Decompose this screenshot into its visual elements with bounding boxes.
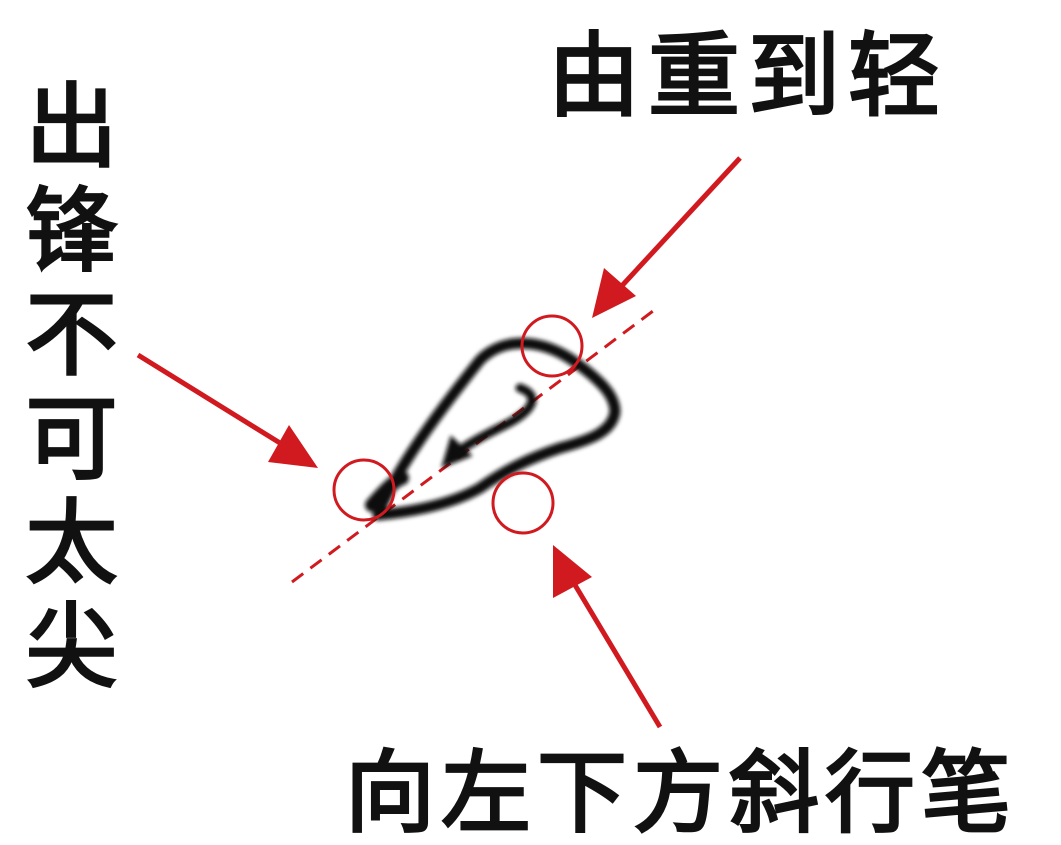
arrow-left — [136, 352, 318, 468]
circle-bottom-edge — [491, 471, 555, 535]
arrow-bottom — [553, 545, 663, 729]
circle-start-point — [520, 314, 584, 378]
label-move-down-left: 向左下方斜行笔 — [345, 740, 1017, 845]
brush-stroke — [365, 337, 621, 521]
circle-end-point — [332, 458, 396, 522]
arrow-top-right — [592, 156, 742, 318]
stroke-direction-guide — [291, 306, 658, 584]
label-heavy-to-light: 由重到轻 — [548, 22, 949, 130]
label-tip-not-too-sharp: 出锋不可太尖 — [10, 78, 118, 702]
